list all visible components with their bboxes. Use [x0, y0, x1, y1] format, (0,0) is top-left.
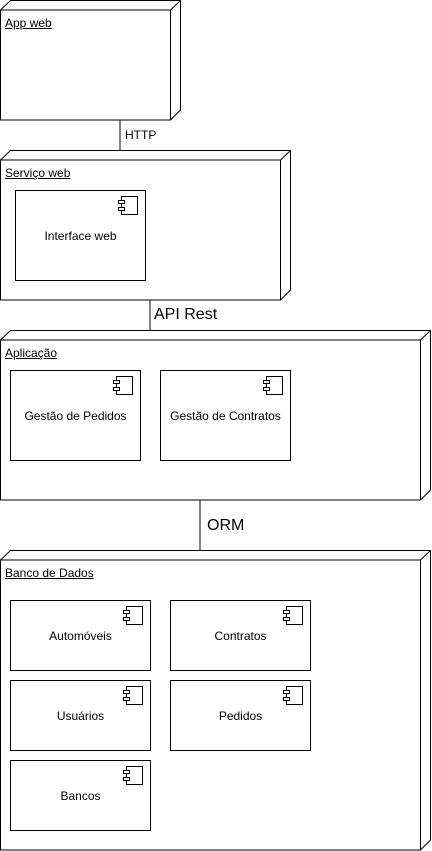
- component-icon: [123, 606, 143, 625]
- component-label-gestao-contratos: Gestão de Contratos: [170, 409, 281, 423]
- component-label-pedidos: Pedidos: [218, 709, 263, 723]
- component-label-usuarios: Usuários: [56, 709, 105, 723]
- component-icon: [123, 686, 143, 705]
- component-icon: [123, 766, 143, 785]
- component-icon: [113, 376, 133, 395]
- component-icon: [263, 376, 283, 395]
- node-title-banco-de-dados: Banco de Dados: [5, 566, 94, 580]
- node-title-aplicacao: Aplicação: [5, 346, 58, 360]
- node-app-web[interactable]: [0, 0, 181, 121]
- component-label-automoveis: Automóveis: [49, 629, 112, 643]
- node-title-servico-web: Serviço web: [5, 166, 71, 180]
- component-icon: [283, 606, 303, 625]
- connector-label-http: HTTP: [125, 128, 157, 142]
- component-label-bancos: Bancos: [60, 789, 101, 803]
- component-icon: [118, 196, 138, 215]
- connector-label-orm: ORM: [207, 517, 245, 534]
- component-label-gestao-pedidos: Gestão de Pedidos: [24, 409, 127, 423]
- node-title-app-web: App web: [5, 16, 52, 30]
- connector-label-api-rest: API Rest: [154, 306, 218, 323]
- component-icon: [283, 686, 303, 705]
- component-label-interface-web: Interface web: [44, 229, 117, 243]
- component-label-contratos: Contratos: [214, 629, 267, 643]
